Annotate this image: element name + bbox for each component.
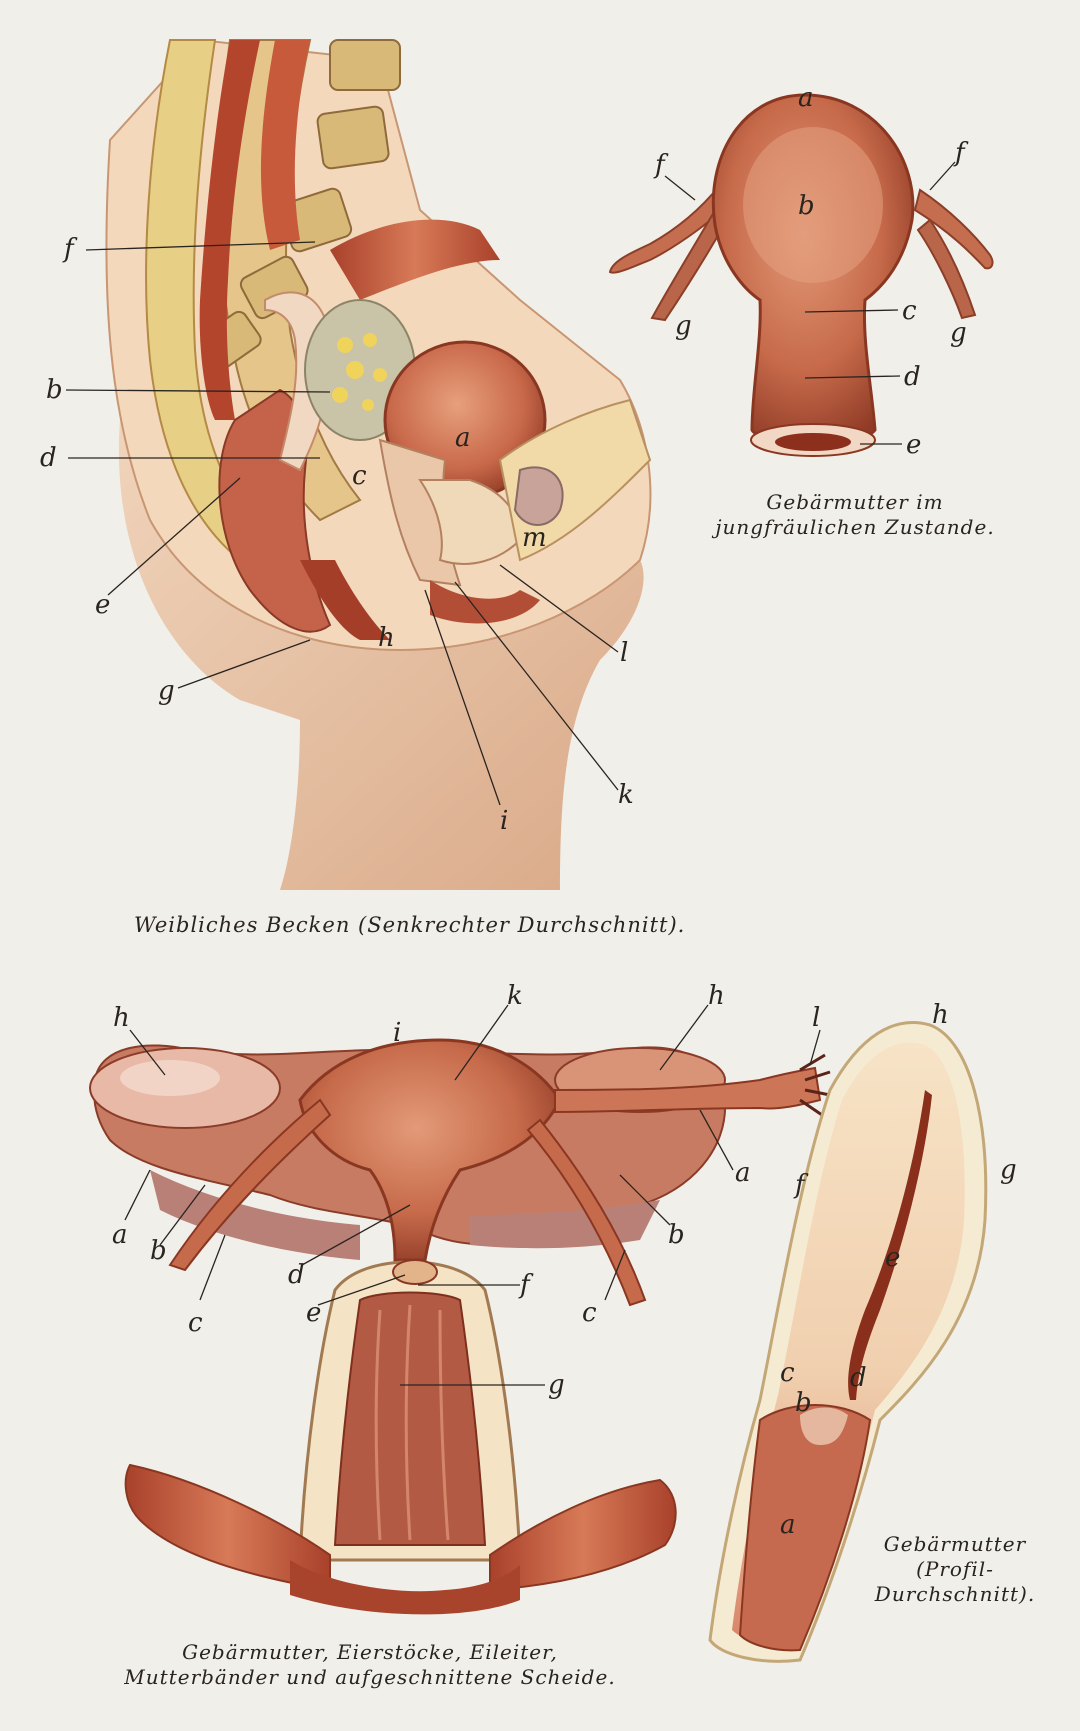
pelvis-label-a: a — [455, 423, 471, 453]
organs-caption-line2: Mutterbänder und aufgeschnittene Scheide… — [124, 1665, 616, 1689]
organs-label-b-left: b — [150, 1236, 167, 1266]
virgin-uterus-label-a: a — [798, 83, 814, 113]
organs-leader-lines — [124, 1004, 821, 1386]
profile-caption-line2: (Profil- — [916, 1557, 994, 1581]
organs-label-c-left: c — [188, 1308, 203, 1338]
profile-label-d: d — [850, 1363, 867, 1393]
pelvis-figure — [105, 38, 652, 890]
virgin-uterus-caption-line2: jungfräulichen Zustande. — [715, 515, 995, 539]
organs-figure — [89, 1038, 831, 1615]
virgin-uterus-label-d: d — [904, 362, 921, 392]
virgin-uterus-label-e: e — [906, 430, 922, 460]
pelvis-label-g: g — [158, 676, 175, 706]
profile-caption: Gebärmutter (Profil- Durchschnitt). — [870, 1532, 1040, 1607]
organs-label-b-right: b — [668, 1220, 685, 1250]
organs-label-a-right: a — [735, 1158, 751, 1188]
organs-label-k: k — [507, 981, 523, 1011]
virgin-uterus-label-b: b — [798, 191, 815, 221]
organs-label-f: f — [520, 1270, 530, 1300]
organs-label-g: g — [548, 1370, 565, 1400]
virgin-uterus-label-c: c — [902, 296, 917, 326]
virgin-uterus-label-g-left: g — [675, 311, 692, 341]
profile-label-h: h — [932, 1000, 949, 1030]
profile-label-e: e — [885, 1243, 901, 1273]
profile-label-a: a — [780, 1510, 796, 1540]
organs-label-i: i — [393, 1018, 402, 1048]
pelvis-label-i: i — [500, 806, 509, 836]
pelvis-caption: Weibliches Becken (Senkrechter Durchschn… — [134, 913, 686, 937]
pelvis-label-b: b — [46, 375, 63, 405]
profile-figure — [708, 1021, 988, 1663]
organs-label-h-right: h — [708, 981, 725, 1011]
pelvis-label-d: d — [40, 443, 57, 473]
pelvis-label-l: l — [620, 638, 629, 668]
virgin-uterus-figure — [608, 93, 994, 457]
organs-label-l: l — [812, 1003, 821, 1033]
profile-caption-line3: Durchschnitt). — [874, 1582, 1036, 1606]
pelvis-label-m: m — [522, 523, 547, 553]
virgin-uterus-leader-lines — [664, 161, 956, 445]
pelvis-label-h: h — [378, 623, 395, 653]
organs-caption-line1: Gebärmutter, Eierstöcke, Eileiter, — [182, 1640, 558, 1664]
pelvis-label-k: k — [618, 780, 634, 810]
pelvis-leader-lines — [65, 241, 619, 806]
organs-label-e: e — [306, 1298, 322, 1328]
organs-caption: Gebärmutter, Eierstöcke, Eileiter, Mutte… — [90, 1640, 650, 1690]
organs-label-h-left: h — [113, 1003, 130, 1033]
organs-label-a-left: a — [112, 1220, 128, 1250]
organs-label-c-right: c — [582, 1298, 597, 1328]
profile-label-f: f — [795, 1170, 805, 1200]
organs-label-d: d — [288, 1260, 305, 1290]
profile-caption-line1: Gebärmutter — [883, 1532, 1027, 1556]
profile-label-g: g — [1000, 1155, 1017, 1185]
virgin-uterus-label-g-right: g — [950, 318, 967, 348]
virgin-uterus-label-f-right: f — [955, 138, 965, 168]
profile-label-b: b — [795, 1388, 812, 1418]
virgin-uterus-caption: Gebärmutter im jungfräulichen Zustande. — [690, 490, 1020, 540]
pelvis-label-c: c — [352, 461, 367, 491]
profile-label-c: c — [780, 1358, 795, 1388]
virgin-uterus-caption-line1: Gebärmutter im — [766, 490, 944, 514]
pelvis-label-f: f — [64, 234, 74, 264]
pelvis-label-e: e — [95, 590, 111, 620]
virgin-uterus-label-f-left: f — [655, 150, 665, 180]
